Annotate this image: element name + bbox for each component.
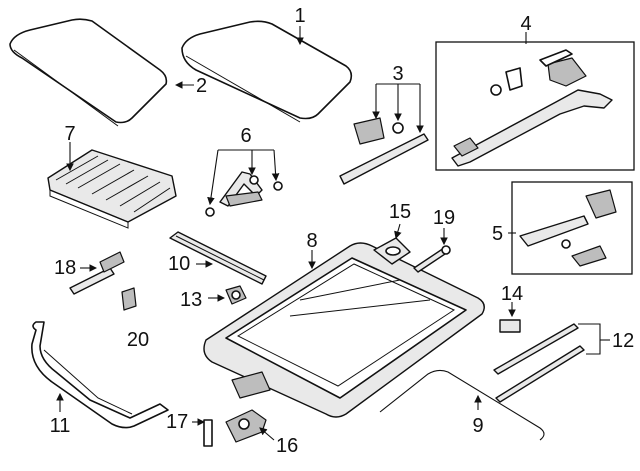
drive-cable-box: [435, 41, 635, 171]
callout-17: 17: [166, 411, 188, 433]
sunshade-panel: [47, 149, 177, 229]
cable-end: [69, 251, 125, 295]
callout-7: 7: [64, 123, 75, 145]
screw: [413, 245, 451, 273]
callout-10: 10: [168, 253, 190, 275]
glass-panel-front: [181, 20, 353, 123]
callout-20: 20: [127, 329, 149, 351]
callout-14: 14: [501, 283, 523, 305]
seal-retainer: [373, 237, 411, 265]
wind-deflector: [31, 321, 169, 429]
drain-hose: [379, 369, 545, 441]
front-rail: [169, 231, 267, 285]
callout-9: 9: [472, 415, 483, 437]
callout-11: 11: [50, 415, 71, 437]
callout-5: 5: [492, 223, 503, 245]
callout-12: 12: [612, 330, 634, 352]
callout-2: 2: [196, 75, 207, 97]
clip: [121, 287, 137, 311]
drain-seals: [493, 323, 585, 403]
motor-bracket: [225, 285, 247, 305]
callout-6: 6: [240, 125, 251, 147]
guide-rail-clips: [339, 117, 429, 185]
callout-18: 18: [54, 257, 76, 279]
callout-3: 3: [392, 63, 403, 85]
bracket: [203, 419, 213, 447]
callout-13: 13: [180, 289, 202, 311]
callout-8: 8: [306, 230, 317, 252]
bracket-kit-box: [511, 181, 633, 275]
leader-lines: [56, 26, 610, 441]
linkage-assembly: [205, 171, 283, 217]
sunroof-motor: [225, 409, 267, 443]
callout-16: 16: [276, 435, 298, 457]
callout-19: 19: [433, 207, 455, 229]
foam-pad: [499, 319, 521, 333]
callout-4: 4: [520, 13, 531, 35]
sunroof-frame: [203, 242, 485, 418]
callout-15: 15: [389, 201, 411, 223]
glass-panel-rear: [9, 18, 168, 127]
callout-1: 1: [294, 5, 305, 27]
